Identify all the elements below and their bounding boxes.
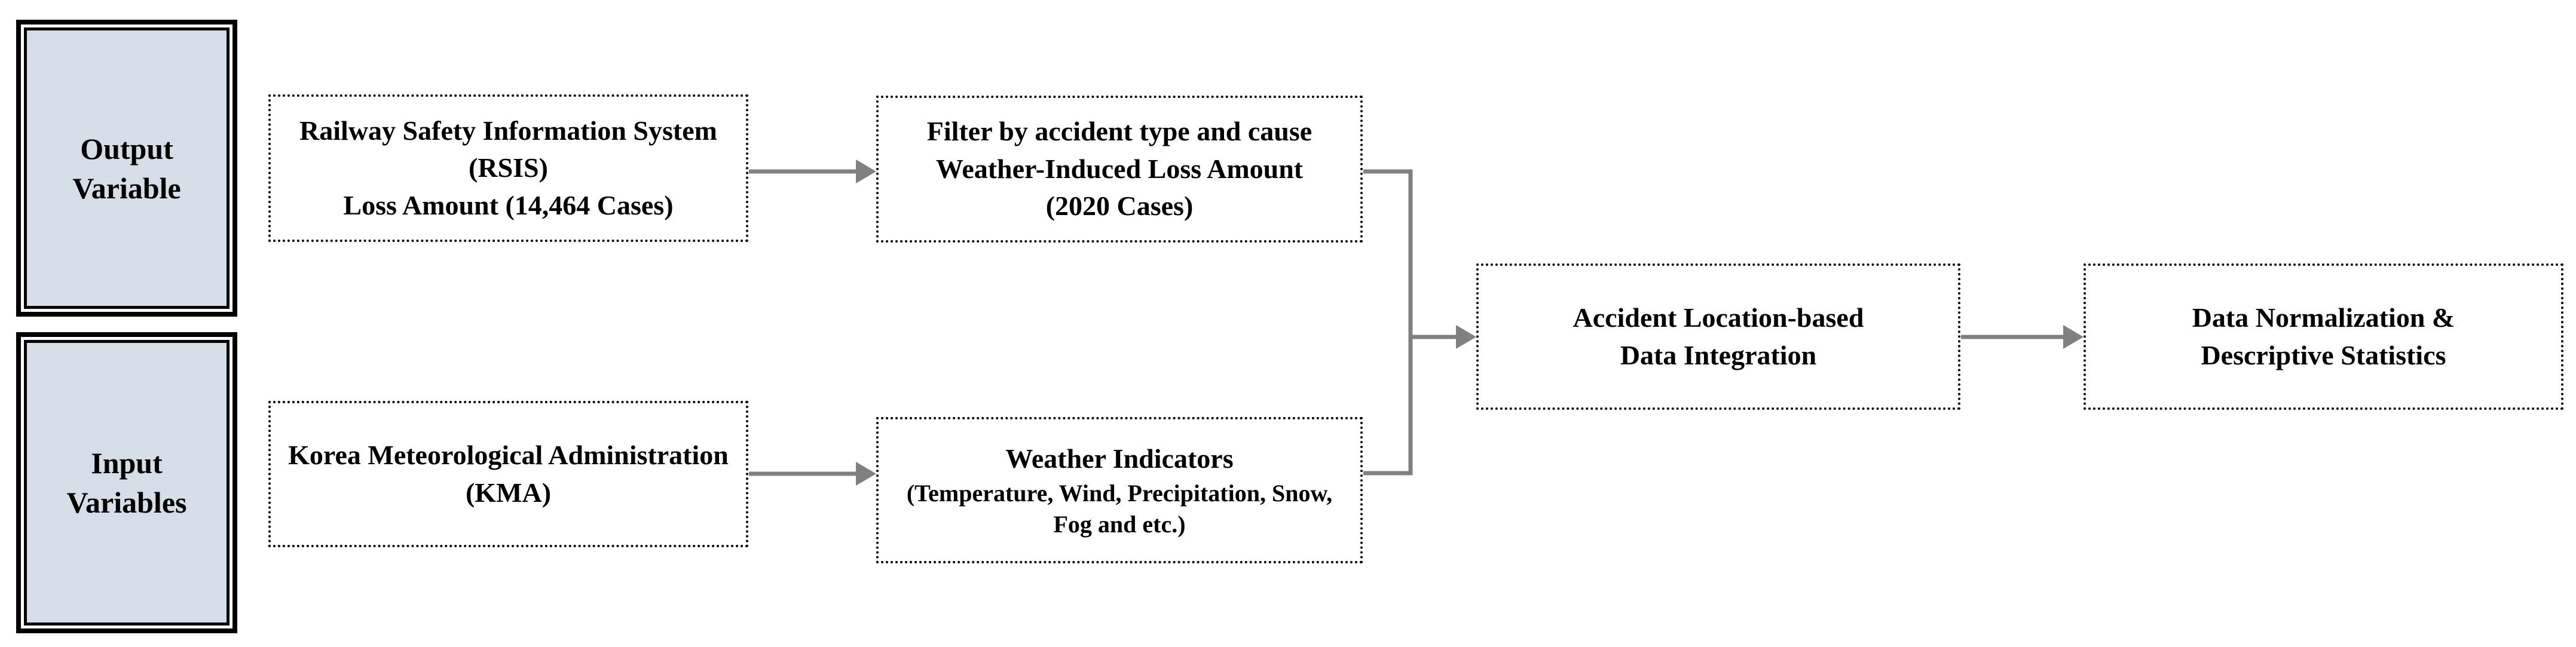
output-variable-label-line1: Output xyxy=(80,131,173,165)
weather-line1: Weather Indicators xyxy=(1005,443,1234,474)
arrow-rsis-to-filter xyxy=(749,160,876,183)
normalization-line2: Descriptive Statistics xyxy=(2201,339,2446,370)
normalization-line1: Data Normalization & xyxy=(2192,302,2455,333)
data-integration-box: Accident Location-based Data Integration xyxy=(1476,263,1960,410)
integration-line1: Accident Location-based xyxy=(1572,302,1864,333)
integration-line2: Data Integration xyxy=(1620,339,1817,370)
data-normalization-box: Data Normalization & Descriptive Statist… xyxy=(2084,263,2563,410)
filter-line2: Weather-Induced Loss Amount xyxy=(935,153,1304,184)
kma-source-box: Korea Meteorological Administration (KMA… xyxy=(268,401,748,547)
output-variable-box-inner: Output Variable xyxy=(24,27,230,309)
weather-line3: Fog and etc.) xyxy=(1053,510,1186,538)
input-variables-box: Input Variables xyxy=(16,332,237,633)
arrow-integration-to-normalization xyxy=(1961,325,2084,349)
merge-connector xyxy=(1363,169,1476,476)
filter-line3: (2020 Cases) xyxy=(1045,191,1194,222)
weather-line2: (Temperature, Wind, Precipitation, Snow, xyxy=(906,479,1333,507)
filter-box: Filter by accident type and cause Weathe… xyxy=(876,96,1363,243)
output-variable-label-line2: Variable xyxy=(72,171,181,205)
input-variables-label-line1: Input xyxy=(91,446,163,480)
rsis-source-box: Railway Safety Information System (RSIS)… xyxy=(268,94,748,242)
kma-line2: (KMA) xyxy=(465,477,552,508)
output-variable-box: Output Variable xyxy=(16,20,237,317)
kma-line1: Korea Meteorological Administration xyxy=(288,439,729,470)
rsis-line2: (RSIS) xyxy=(469,152,548,183)
arrow-kma-to-weather xyxy=(749,462,876,486)
input-variables-label-line2: Variables xyxy=(66,486,187,519)
rsis-line3: Loss Amount (14,464 Cases) xyxy=(343,189,674,220)
rsis-line1: Railway Safety Information System xyxy=(299,115,717,146)
input-variables-box-inner: Input Variables xyxy=(24,340,230,625)
filter-line1: Filter by accident type and cause xyxy=(926,116,1313,147)
weather-indicators-box: Weather Indicators (Temperature, Wind, P… xyxy=(876,417,1363,563)
